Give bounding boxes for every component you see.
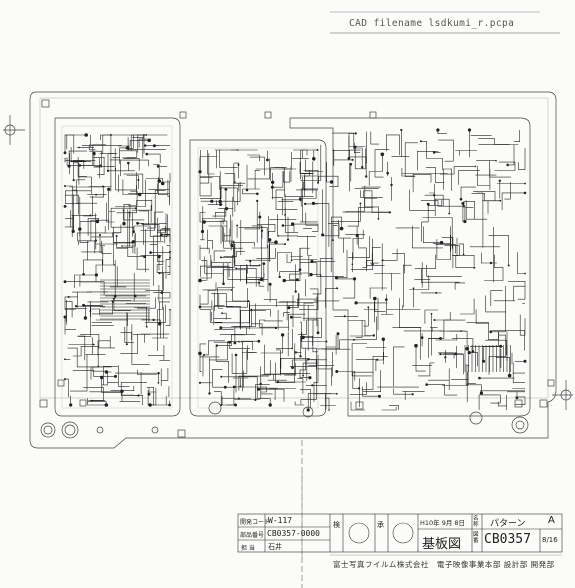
part-no-label: 部品番号 [240,532,265,539]
dev-code-label: 開発コード [240,519,271,526]
title-block [237,513,563,553]
check-label: 検 [333,521,340,529]
drawing-kind-value: 基板図 [422,537,462,552]
part-no-value: CB0357-0000 [267,529,320,538]
approve-label: 承 [377,521,384,529]
date-value: H10年 9月 8日 [420,519,466,527]
revision-value: A [548,515,555,526]
pad-layer [63,128,527,412]
company-footer: 富士写真フイルム株式会社 電子映像事業本部 設計部 開発部 [333,560,555,569]
drawing-name-value: パターン [490,519,526,529]
name-label: 名称 [473,516,479,528]
module-middle [189,139,327,417]
module-left [54,117,181,417]
registration-mark-left [3,115,25,145]
dev-code-value: W-117 [268,516,293,525]
cad-filename: CAD filename lsdkumi_r.pcpa [349,18,515,29]
person-label: 担 当 [241,545,255,552]
module-right [289,117,531,417]
drawing-no-label: 図番 [473,532,479,544]
sheet-number: 8/16 [542,536,558,544]
trace-layer [64,130,526,411]
person-value: 石井 [268,543,282,551]
drawing-no-value: CB0357 [484,532,531,547]
board-outline [29,91,557,449]
